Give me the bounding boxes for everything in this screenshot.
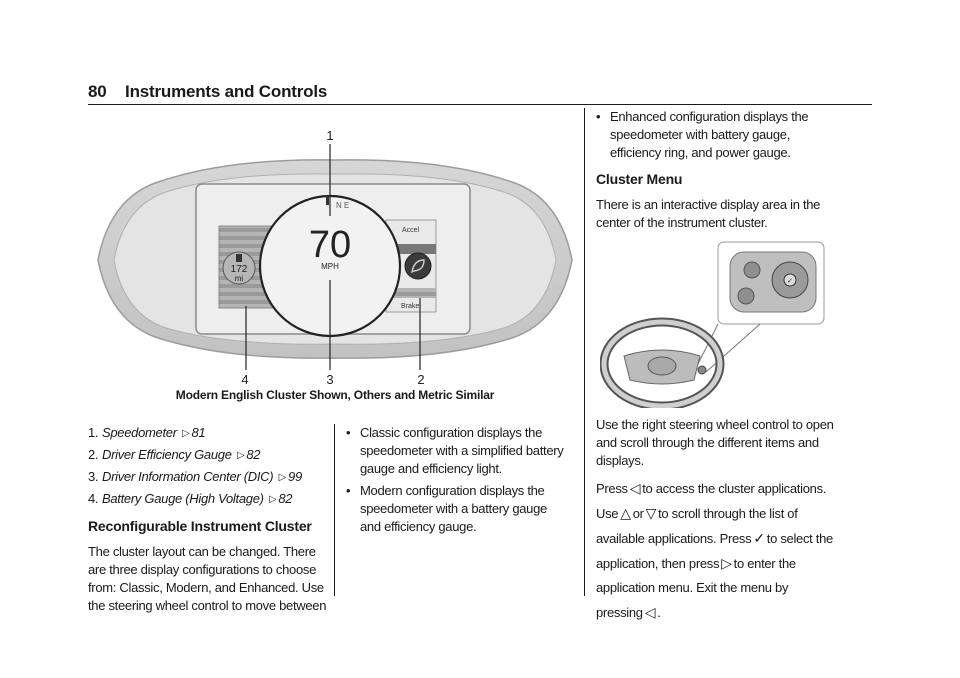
page-arrow-icon: ▷ <box>278 472 287 483</box>
callout-2: 2 <box>417 372 424 387</box>
reference-link[interactable]: Driver Information Center (DIC) <box>102 469 274 484</box>
steering-wheel-drawing: ✓ <box>599 241 825 411</box>
range-value: 172 <box>231 264 248 275</box>
column-left: 1.Speedometer ▷81 2.Driver Efficiency Ga… <box>88 424 328 621</box>
reference-item: 1.Speedometer ▷81 <box>88 425 206 440</box>
column-right: Enhanced configuration displays the spee… <box>596 108 836 625</box>
cluster-drawing: 172 mi Accel Brake N E 70 MPH 1 2 3 4 <box>97 128 573 387</box>
cluster-menu-heading: Cluster Menu <box>596 171 683 187</box>
list-item: Classic configuration displays the speed… <box>346 424 568 478</box>
reference-item: 2.Driver Efficiency Gauge ▷82 <box>88 447 261 462</box>
svg-text:N E: N E <box>336 201 349 210</box>
up-arrow-icon: △ <box>620 505 631 521</box>
range-unit: mi <box>235 274 244 283</box>
scroll-instruction: Use△or▽to scroll through the list of ava… <box>596 501 836 625</box>
column-separator <box>334 424 335 596</box>
section-title: Instruments and Controls <box>125 82 328 101</box>
page-header: 80 Instruments and Controls <box>88 82 327 102</box>
back-icon: ◁ <box>629 480 641 496</box>
column-middle: Classic configuration displays the speed… <box>346 424 568 540</box>
figure-caption: Modern English Cluster Shown, Others and… <box>175 388 495 402</box>
list-item: Enhanced configuration displays the spee… <box>596 108 836 162</box>
back-icon: ◁ <box>644 604 656 620</box>
page-ref[interactable]: 81 <box>191 425 206 440</box>
reference-item: 3.Driver Information Center (DIC) ▷99 <box>88 469 302 484</box>
check-icon: ✓ <box>753 530 765 546</box>
list-item: Modern configuration displays the speedo… <box>346 482 568 536</box>
reconfigurable-paragraph: The cluster layout can be changed. There… <box>88 544 327 613</box>
reference-link[interactable]: Driver Efficiency Gauge <box>102 447 232 462</box>
callout-1: 1 <box>326 128 333 143</box>
right-arrow-icon: ▷ <box>721 555 732 571</box>
press-instruction: Press◁to access the cluster applications… <box>596 476 836 501</box>
speed-value: 70 <box>309 224 351 266</box>
page-ref[interactable]: 99 <box>288 469 302 484</box>
page-number: 80 <box>88 82 107 101</box>
column-separator <box>584 108 585 596</box>
page-arrow-icon: ▷ <box>268 494 277 505</box>
page-ref[interactable]: 82 <box>278 491 293 506</box>
page-arrow-icon: ▷ <box>236 450 245 461</box>
page-ref[interactable]: 82 <box>246 447 261 462</box>
down-arrow-icon: ▽ <box>645 505 657 521</box>
speed-unit: MPH <box>321 262 339 271</box>
callout-3: 3 <box>326 372 333 387</box>
reference-item: 4.Battery Gauge (High Voltage) ▷82 <box>88 491 293 506</box>
page-arrow-icon: ▷ <box>182 428 190 439</box>
callout-reference-list: 1.Speedometer ▷81 2.Driver Efficiency Ga… <box>88 424 328 509</box>
header-rule <box>88 104 872 105</box>
brake-label: Brake <box>401 303 419 310</box>
cluster-menu-usage: Use the right steering wheel control to … <box>596 417 834 468</box>
configuration-list-cont: Enhanced configuration displays the spee… <box>596 108 836 162</box>
svg-text:✓: ✓ <box>787 277 793 285</box>
callout-4: 4 <box>241 372 248 387</box>
cluster-menu-intro: There is an interactive display area in … <box>596 197 821 230</box>
cluster-illustration: 172 mi Accel Brake N E 70 MPH 1 2 3 4 <box>88 120 582 400</box>
steering-wheel-illustration: ✓ <box>599 238 826 411</box>
accel-label: Accel <box>402 227 420 234</box>
reference-link[interactable]: Battery Gauge (High Voltage) <box>102 491 264 506</box>
reconfigurable-heading: Reconfigurable Instrument Cluster <box>88 518 312 534</box>
configuration-list: Classic configuration displays the speed… <box>346 424 568 536</box>
reference-link[interactable]: Speedometer <box>102 425 177 440</box>
